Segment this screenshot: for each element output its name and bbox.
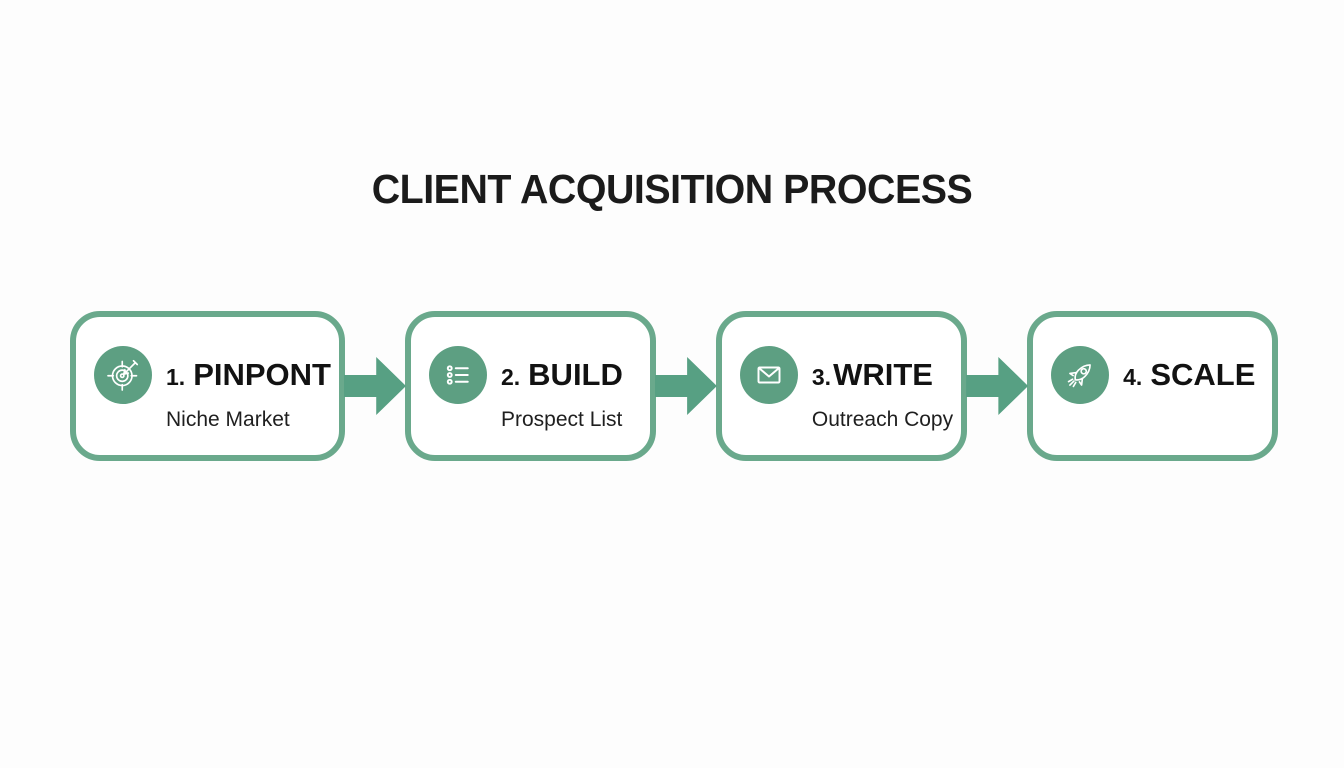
step-header: 2. BUILD — [428, 346, 642, 404]
page-title: CLIENT ACQUISITION PROCESS — [371, 166, 973, 212]
step-word: PINPONT — [193, 357, 331, 392]
step-number: 4. — [1123, 364, 1143, 390]
step-subtitle: Prospect List — [500, 408, 623, 431]
step-title: 3. WRITE — [812, 357, 933, 393]
step-title: 1. PINPONT — [166, 357, 331, 393]
step-word: BUILD — [528, 357, 623, 392]
step-number: 3. — [811, 364, 832, 390]
step-word: WRITE — [833, 357, 933, 392]
arrow-right-icon — [654, 357, 717, 415]
step-card-pinpoint: 1. PINPONT Niche Market — [70, 311, 345, 461]
step-number: 2. — [500, 364, 521, 390]
step-card-build: 2. BUILD Prospect List — [404, 311, 656, 461]
step-card-write: 3. WRITE Outreach Copy — [715, 311, 968, 461]
arrow-right-icon — [343, 357, 406, 415]
step-word: SCALE — [1150, 357, 1256, 392]
step-card-scale: 4. SCALE — [1027, 311, 1279, 461]
step-subtitle — [1123, 408, 1264, 434]
target-dart-icon — [94, 346, 152, 404]
rocket-icon — [1051, 346, 1110, 404]
step-subtitle: Niche Market — [166, 408, 290, 431]
step-number: 1. — [166, 364, 186, 390]
step-header: 1. PINPONT — [94, 346, 331, 404]
step-header: 4. SCALE — [1051, 346, 1264, 404]
step-header: 3. WRITE — [739, 346, 953, 404]
envelope-icon — [739, 346, 798, 404]
process-flow: 1. PINPONT Niche Market 2. BUILD — [70, 311, 1279, 461]
step-subtitle: Outreach Copy — [811, 408, 954, 431]
step-title: 2. BUILD — [501, 357, 623, 393]
bulleted-list-icon — [428, 346, 487, 404]
step-title: 4. SCALE — [1123, 357, 1255, 393]
arrow-right-icon — [966, 357, 1029, 415]
